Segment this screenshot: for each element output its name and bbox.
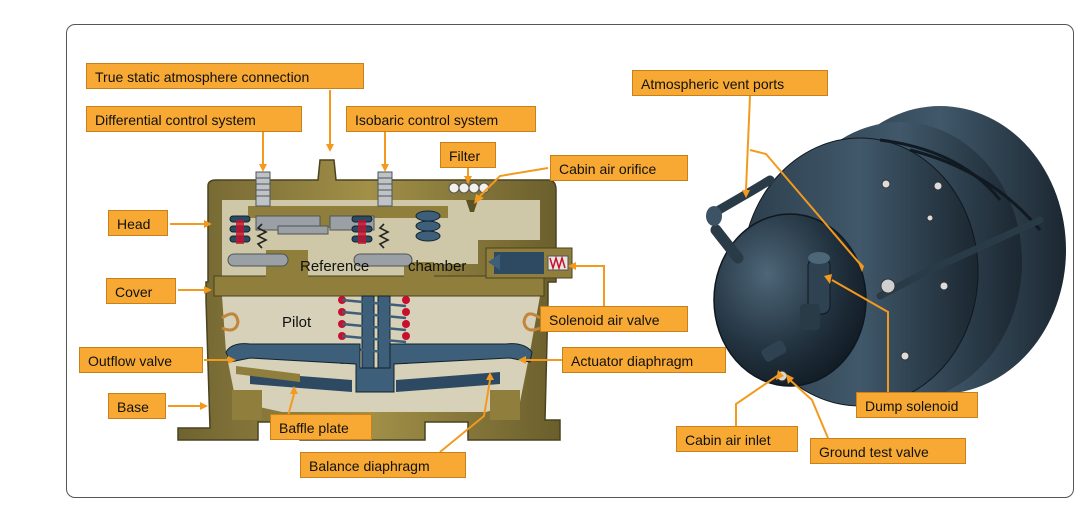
label-outflow-valve: Outflow valve bbox=[79, 347, 203, 373]
label-cabin-air-inlet: Cabin air inlet bbox=[676, 426, 798, 452]
label-isobaric-control-system: Isobaric control system bbox=[346, 106, 536, 132]
leader-lines bbox=[168, 90, 889, 453]
filter-element bbox=[448, 182, 490, 194]
cutaway-valve bbox=[177, 159, 573, 441]
label-true-static-atmosphere-connection: True static atmosphere connection bbox=[86, 63, 364, 89]
text-reference: Reference bbox=[300, 258, 370, 275]
label-head: Head bbox=[108, 210, 168, 236]
solenoid-valve-body bbox=[485, 247, 573, 279]
label-baffle-plate: Baffle plate bbox=[270, 414, 372, 440]
label-ground-test-valve: Ground test valve bbox=[810, 438, 966, 464]
label-cabin-air-orifice: Cabin air orifice bbox=[550, 155, 688, 181]
label-solenoid-air-valve: Solenoid air valve bbox=[540, 306, 688, 332]
label-actuator-diaphragm: Actuator diaphragm bbox=[562, 347, 726, 373]
text-pilot: Pilot bbox=[282, 314, 312, 331]
label-base: Base bbox=[108, 393, 166, 419]
outflow-valve-unit bbox=[706, 106, 1066, 407]
actuator-diaphragm bbox=[225, 343, 533, 393]
text-chamber: chamber bbox=[408, 258, 467, 275]
label-atmospheric-vent-ports: Atmospheric vent ports bbox=[632, 70, 828, 96]
label-cover: Cover bbox=[106, 278, 176, 304]
label-differential-control-system: Differential control system bbox=[86, 106, 302, 132]
label-filter: Filter bbox=[440, 142, 496, 168]
label-balance-diaphragm: Balance diaphragm bbox=[300, 452, 466, 478]
label-dump-solenoid: Dump solenoid bbox=[856, 392, 978, 418]
leader-arrowheads bbox=[200, 144, 864, 410]
